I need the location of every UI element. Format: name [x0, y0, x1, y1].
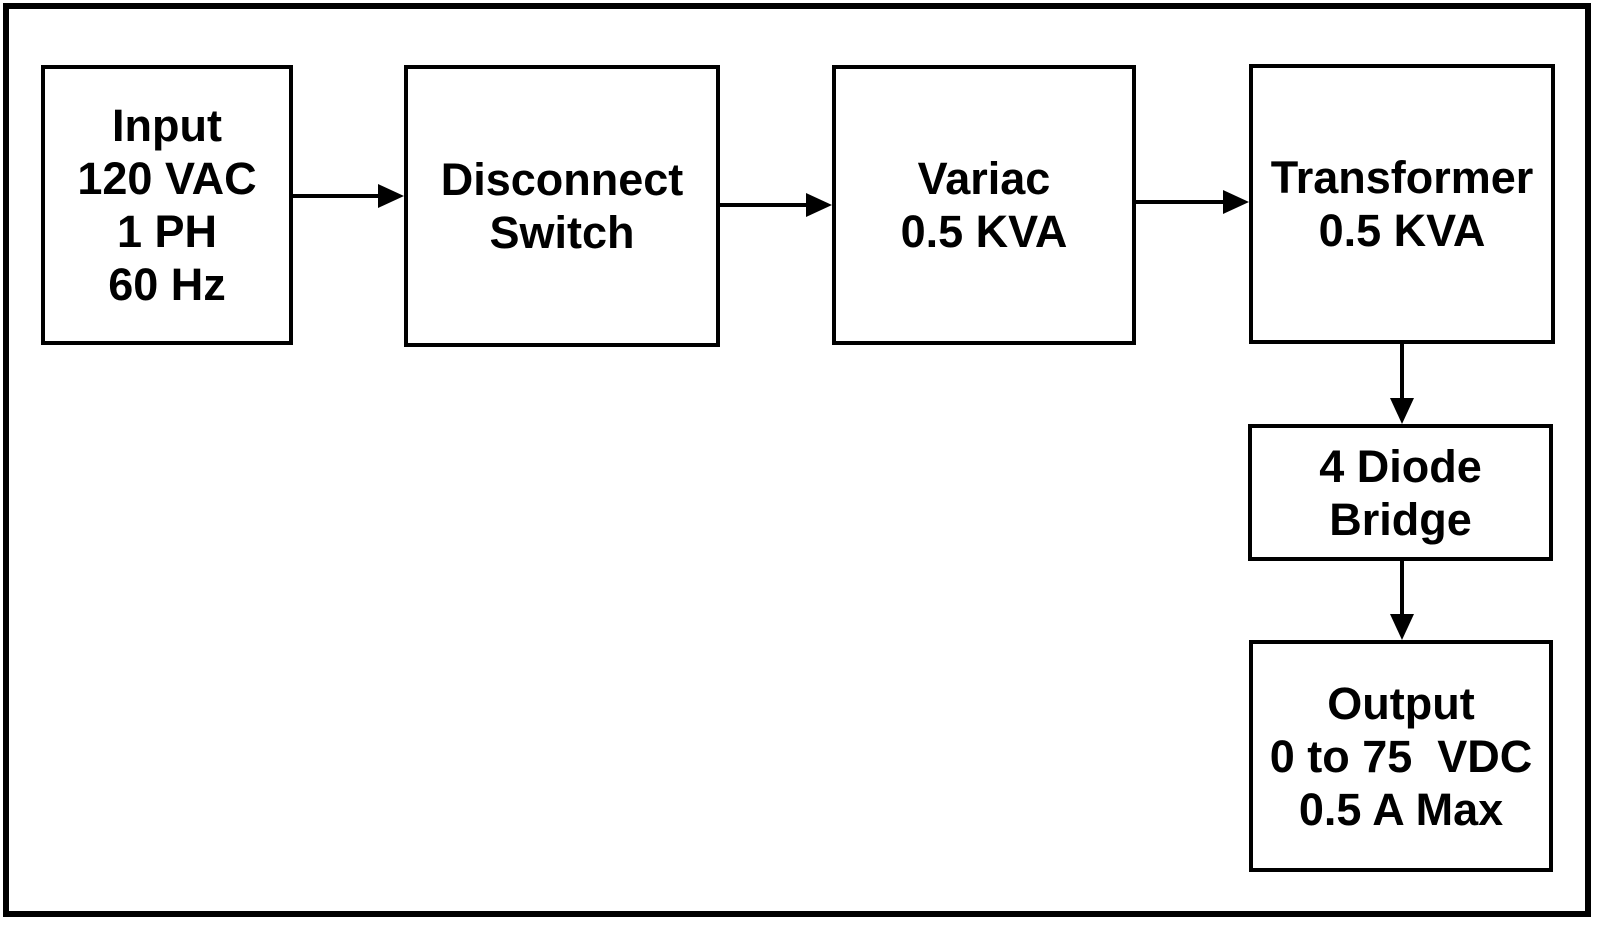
- arrow-disconnect-to-variac-head-icon: [806, 193, 832, 217]
- block-diode-bridge: 4 Diode Bridge: [1248, 424, 1553, 561]
- block-disconnect-switch-line-2: Switch: [489, 207, 635, 258]
- block-transformer-line-1: Transformer: [1270, 152, 1534, 203]
- arrow-input-to-disconnect-shaft: [293, 194, 378, 198]
- arrow-variac-to-transformer-head-icon: [1223, 190, 1249, 214]
- arrow-variac-to-transformer-shaft: [1136, 200, 1223, 204]
- block-variac: Variac 0.5 KVA: [832, 65, 1136, 345]
- block-input-line-2: 120 VAC: [77, 153, 257, 204]
- block-diode-bridge-line-1: 4 Diode: [1319, 440, 1482, 492]
- block-input-line-4: 60 Hz: [108, 259, 226, 310]
- block-disconnect-switch: Disconnect Switch: [404, 65, 720, 347]
- arrow-transformer-to-bridge-shaft: [1400, 344, 1404, 398]
- block-variac-line-1: Variac: [917, 153, 1051, 204]
- block-output: Output 0 to 75 VDC 0.5 A Max: [1249, 640, 1553, 872]
- block-input-line-3: 1 PH: [116, 206, 218, 257]
- block-input-line-1: Input: [112, 100, 222, 151]
- block-transformer: Transformer 0.5 KVA: [1249, 64, 1555, 344]
- block-transformer-line-2: 0.5 KVA: [1318, 205, 1486, 256]
- block-diode-bridge-line-2: Bridge: [1329, 493, 1472, 545]
- block-disconnect-switch-line-1: Disconnect: [440, 154, 684, 205]
- block-output-line-2: 0 to 75 VDC: [1269, 730, 1533, 782]
- arrow-bridge-to-output-shaft: [1400, 561, 1404, 614]
- arrow-disconnect-to-variac-shaft: [720, 203, 806, 207]
- block-output-line-3: 0.5 A Max: [1298, 783, 1504, 835]
- arrow-bridge-to-output-head-icon: [1390, 614, 1414, 640]
- arrow-input-to-disconnect-head-icon: [378, 184, 404, 208]
- arrow-transformer-to-bridge-head-icon: [1390, 398, 1414, 424]
- block-variac-line-2: 0.5 KVA: [900, 206, 1068, 257]
- block-input: Input 120 VAC 1 PH 60 Hz: [41, 65, 293, 345]
- block-output-line-1: Output: [1327, 677, 1475, 729]
